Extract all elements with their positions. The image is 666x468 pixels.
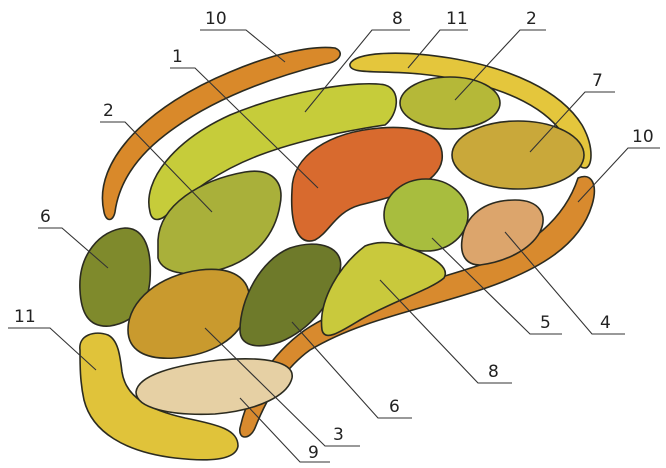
organ-2-right: [400, 77, 500, 129]
label-10-top: 10: [205, 9, 227, 29]
label-5: 5: [540, 313, 551, 333]
organ-9: [136, 359, 292, 415]
label-10-right: 10: [632, 127, 654, 147]
label-1: 1: [172, 47, 183, 67]
label-4: 4: [600, 313, 611, 333]
label-11-left: 11: [14, 307, 36, 327]
organ-7: [452, 121, 584, 189]
label-3: 3: [333, 425, 344, 445]
label-11-top: 11: [446, 9, 468, 29]
label-7: 7: [592, 71, 603, 91]
label-2-top: 2: [526, 9, 537, 29]
label-8-bottom: 8: [488, 362, 499, 382]
organ-8-lower: [322, 243, 446, 336]
label-2-left: 2: [103, 101, 114, 121]
label-9: 9: [308, 443, 319, 463]
label-8-top: 8: [392, 9, 403, 29]
label-6-left: 6: [40, 207, 51, 227]
label-6-bottom: 6: [389, 397, 400, 417]
organ-5: [384, 179, 468, 251]
